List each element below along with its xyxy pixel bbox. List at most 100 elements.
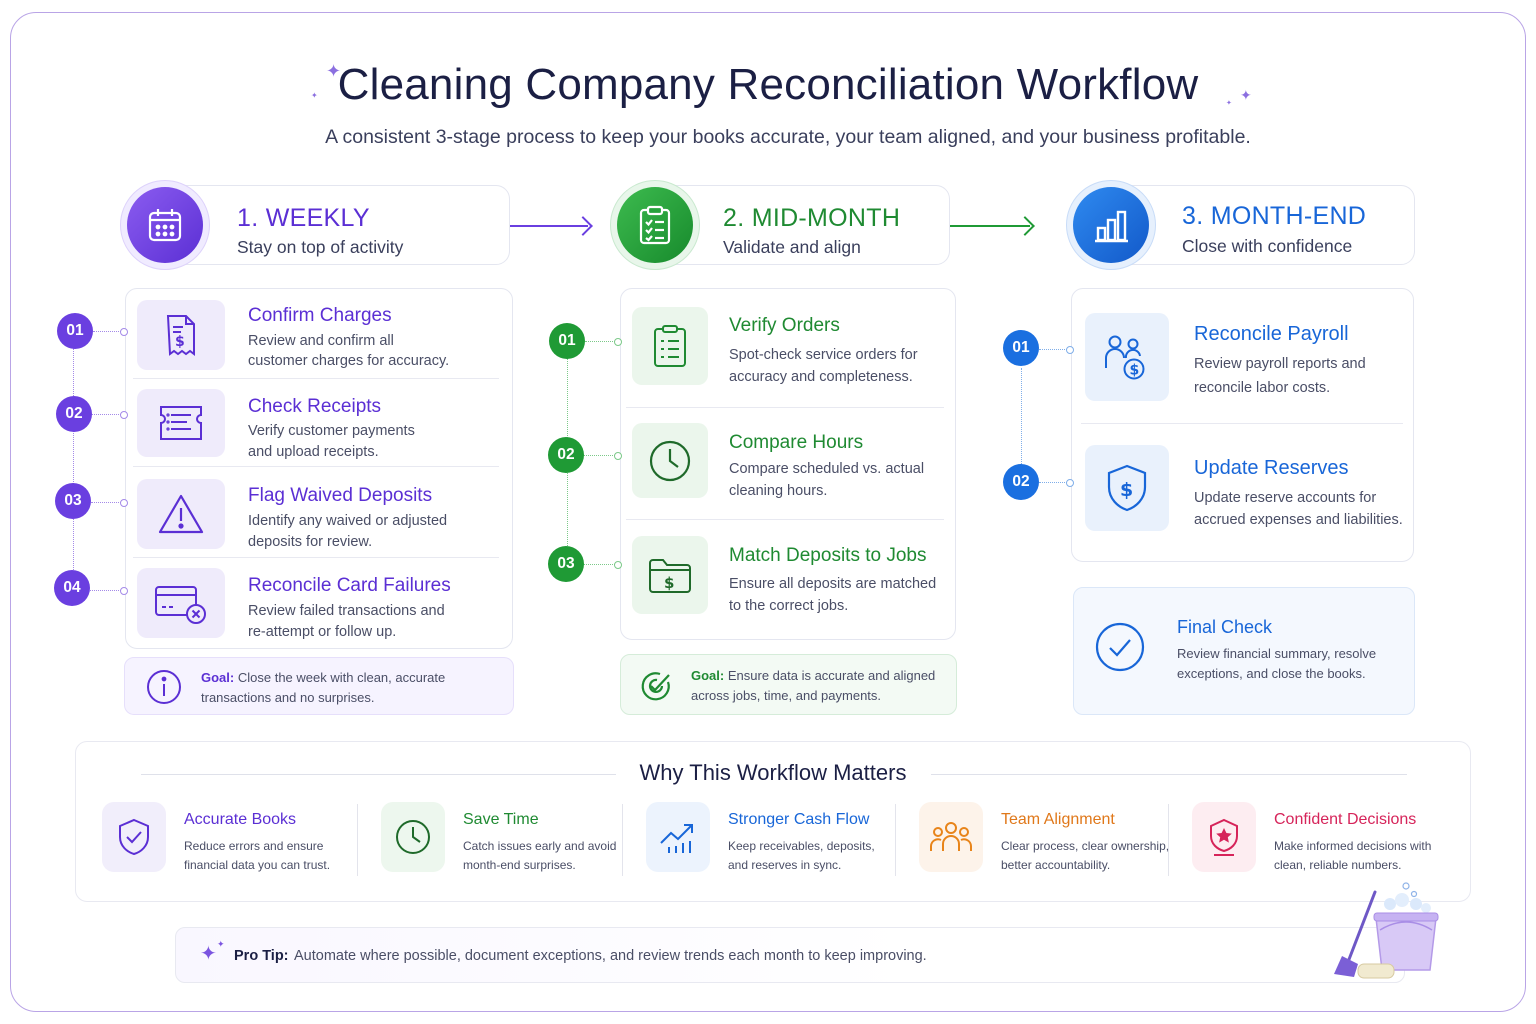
task-icon-tile: $ <box>1085 445 1169 531</box>
task-title: Update Reserves <box>1194 457 1349 479</box>
step-number: 02 <box>548 437 584 473</box>
sparkle-icon: ✦ <box>1240 87 1252 103</box>
task-divider <box>133 378 499 379</box>
step-connector <box>92 410 128 419</box>
goal-label: Goal: <box>691 668 725 683</box>
task-desc: Verify customer payments <box>248 423 415 439</box>
why-title-rule <box>141 774 616 775</box>
invoice-icon: $ <box>166 315 195 356</box>
payroll-icon: $ <box>1105 335 1145 380</box>
task-title: Verify Orders <box>729 315 840 336</box>
trend-up-icon <box>660 824 693 853</box>
task-reconcile-payroll[interactable]: $ Reconcile Payroll Review payroll repor… <box>1085 313 1405 401</box>
warning-icon <box>158 494 204 534</box>
pro-tip-text: Automate where possible, document except… <box>294 948 927 964</box>
task-desc: and upload receipts. <box>248 444 379 460</box>
benefit-confident-decisions: Confident Decisions Make informed decisi… <box>1192 802 1452 874</box>
step-connector <box>1039 478 1074 487</box>
svg-text:$: $ <box>664 574 674 592</box>
task-icon-tile: $ <box>632 536 708 614</box>
task-flag-waived-deposits[interactable]: Flag Waived Deposits Identify any waived… <box>137 479 503 550</box>
benefit-title: Stronger Cash Flow <box>728 811 870 828</box>
benefit-separator <box>895 804 896 876</box>
step-number: 04 <box>54 570 90 606</box>
task-divider <box>133 557 499 558</box>
task-desc: deposits for review. <box>248 534 373 550</box>
task-desc: Compare scheduled vs. actual <box>729 461 925 477</box>
task-desc: Review and confirm all <box>248 333 394 349</box>
task-desc: re-attempt or follow up. <box>248 624 397 640</box>
goal-text: transactions and no surprises. <box>201 690 375 705</box>
task-divider <box>1081 423 1403 424</box>
sparkle-icon: ✦ <box>311 91 318 100</box>
stage-midmonth-goal: Goal: Ensure data is accurate and aligne… <box>620 654 957 715</box>
info-icon <box>147 670 181 704</box>
step-connector <box>584 451 622 460</box>
page-title: Cleaning Company Reconciliation Workflow <box>337 60 1199 109</box>
benefit-desc: Keep receivables, deposits,and reserves … <box>728 839 875 872</box>
stage-weekly-badge <box>120 180 210 270</box>
goal-text: across jobs, time, and payments. <box>691 688 882 703</box>
task-update-reserves[interactable]: $ Update Reserves Update reserve account… <box>1085 445 1405 531</box>
receipt-icon <box>160 406 202 440</box>
step-number: 01 <box>549 323 585 359</box>
task-title: Flag Waived Deposits <box>248 485 433 506</box>
task-compare-hours[interactable]: Compare Hours Compare scheduled vs. actu… <box>632 423 950 499</box>
step-connector <box>584 560 622 569</box>
final-check-title: Final Check <box>1177 617 1273 637</box>
final-check-text: exceptions, and close the books. <box>1177 666 1366 681</box>
benefit-separator <box>1168 804 1169 876</box>
arrow-weekly-to-midmonth <box>510 225 588 227</box>
task-desc: accuracy and completeness. <box>729 369 913 385</box>
why-title-rule <box>931 774 1407 775</box>
benefit-icon-tile <box>646 802 710 872</box>
step-number: 01 <box>1003 330 1039 366</box>
check-circle-icon <box>1095 622 1145 672</box>
benefit-separator <box>357 804 358 876</box>
stage-weekly-subtitle: Stay on top of activity <box>237 237 404 257</box>
task-icon-tile <box>137 479 225 549</box>
step-connector <box>91 498 128 507</box>
task-title: Confirm Charges <box>248 305 392 326</box>
stage-monthend-title: 3. MONTH-END <box>1182 202 1367 230</box>
task-icon-tile <box>137 568 225 638</box>
task-icon-tile <box>632 423 708 498</box>
cleaning-bucket-illustration <box>1334 882 1439 979</box>
benefit-separator <box>622 804 623 876</box>
card-failure-icon <box>155 586 206 624</box>
final-check-card[interactable]: Final Check Review financial summary, re… <box>1073 587 1415 715</box>
svg-text:$: $ <box>1120 479 1133 501</box>
svg-text:$: $ <box>1130 363 1140 379</box>
benefit-team-alignment: Team Alignment Clear process, clear owne… <box>919 802 1169 874</box>
benefit-desc: Clear process, clear ownership,better ac… <box>1001 839 1170 872</box>
shield-check-icon <box>119 818 149 856</box>
team-icon <box>930 822 972 851</box>
calendar-icon <box>148 209 182 242</box>
benefit-title: Accurate Books <box>184 811 297 828</box>
task-desc: Review failed transactions and <box>248 603 445 619</box>
task-check-receipts[interactable]: Check Receipts Verify customer payments … <box>137 389 503 460</box>
folder-dollar-icon: $ <box>649 559 691 593</box>
benefit-title: Save Time <box>463 811 539 828</box>
arrow-midmonth-to-monthend <box>950 225 1030 227</box>
benefit-title: Team Alignment <box>1001 811 1115 828</box>
stage-monthend-header <box>1110 185 1415 265</box>
step-number: 02 <box>56 396 92 432</box>
task-match-deposits-to-jobs[interactable]: $ Match Deposits to Jobs Ensure all depo… <box>632 536 950 614</box>
page-subtitle: A consistent 3-stage process to keep you… <box>325 126 1251 148</box>
task-reconcile-card-failures[interactable]: Reconcile Card Failures Review failed tr… <box>137 568 503 640</box>
clock-icon <box>396 820 430 854</box>
benefit-icon-tile <box>919 802 983 872</box>
clock-icon <box>649 440 691 481</box>
final-check-text: Review financial summary, resolve <box>1177 646 1377 661</box>
sparkle-icon: ✦ <box>200 943 217 965</box>
task-desc: customer charges for accuracy. <box>248 353 450 369</box>
task-title: Reconcile Payroll <box>1194 323 1349 345</box>
task-confirm-charges[interactable]: $ Confirm Charges Review and confirm all… <box>137 300 503 370</box>
benefit-icon-tile <box>381 802 445 872</box>
task-verify-orders[interactable]: Verify Orders Spot-check service orders … <box>632 307 950 385</box>
pro-tip-label: Pro Tip: <box>234 948 289 964</box>
step-number: 03 <box>548 546 584 582</box>
stage-midmonth-title: 2. MID-MONTH <box>723 204 901 232</box>
